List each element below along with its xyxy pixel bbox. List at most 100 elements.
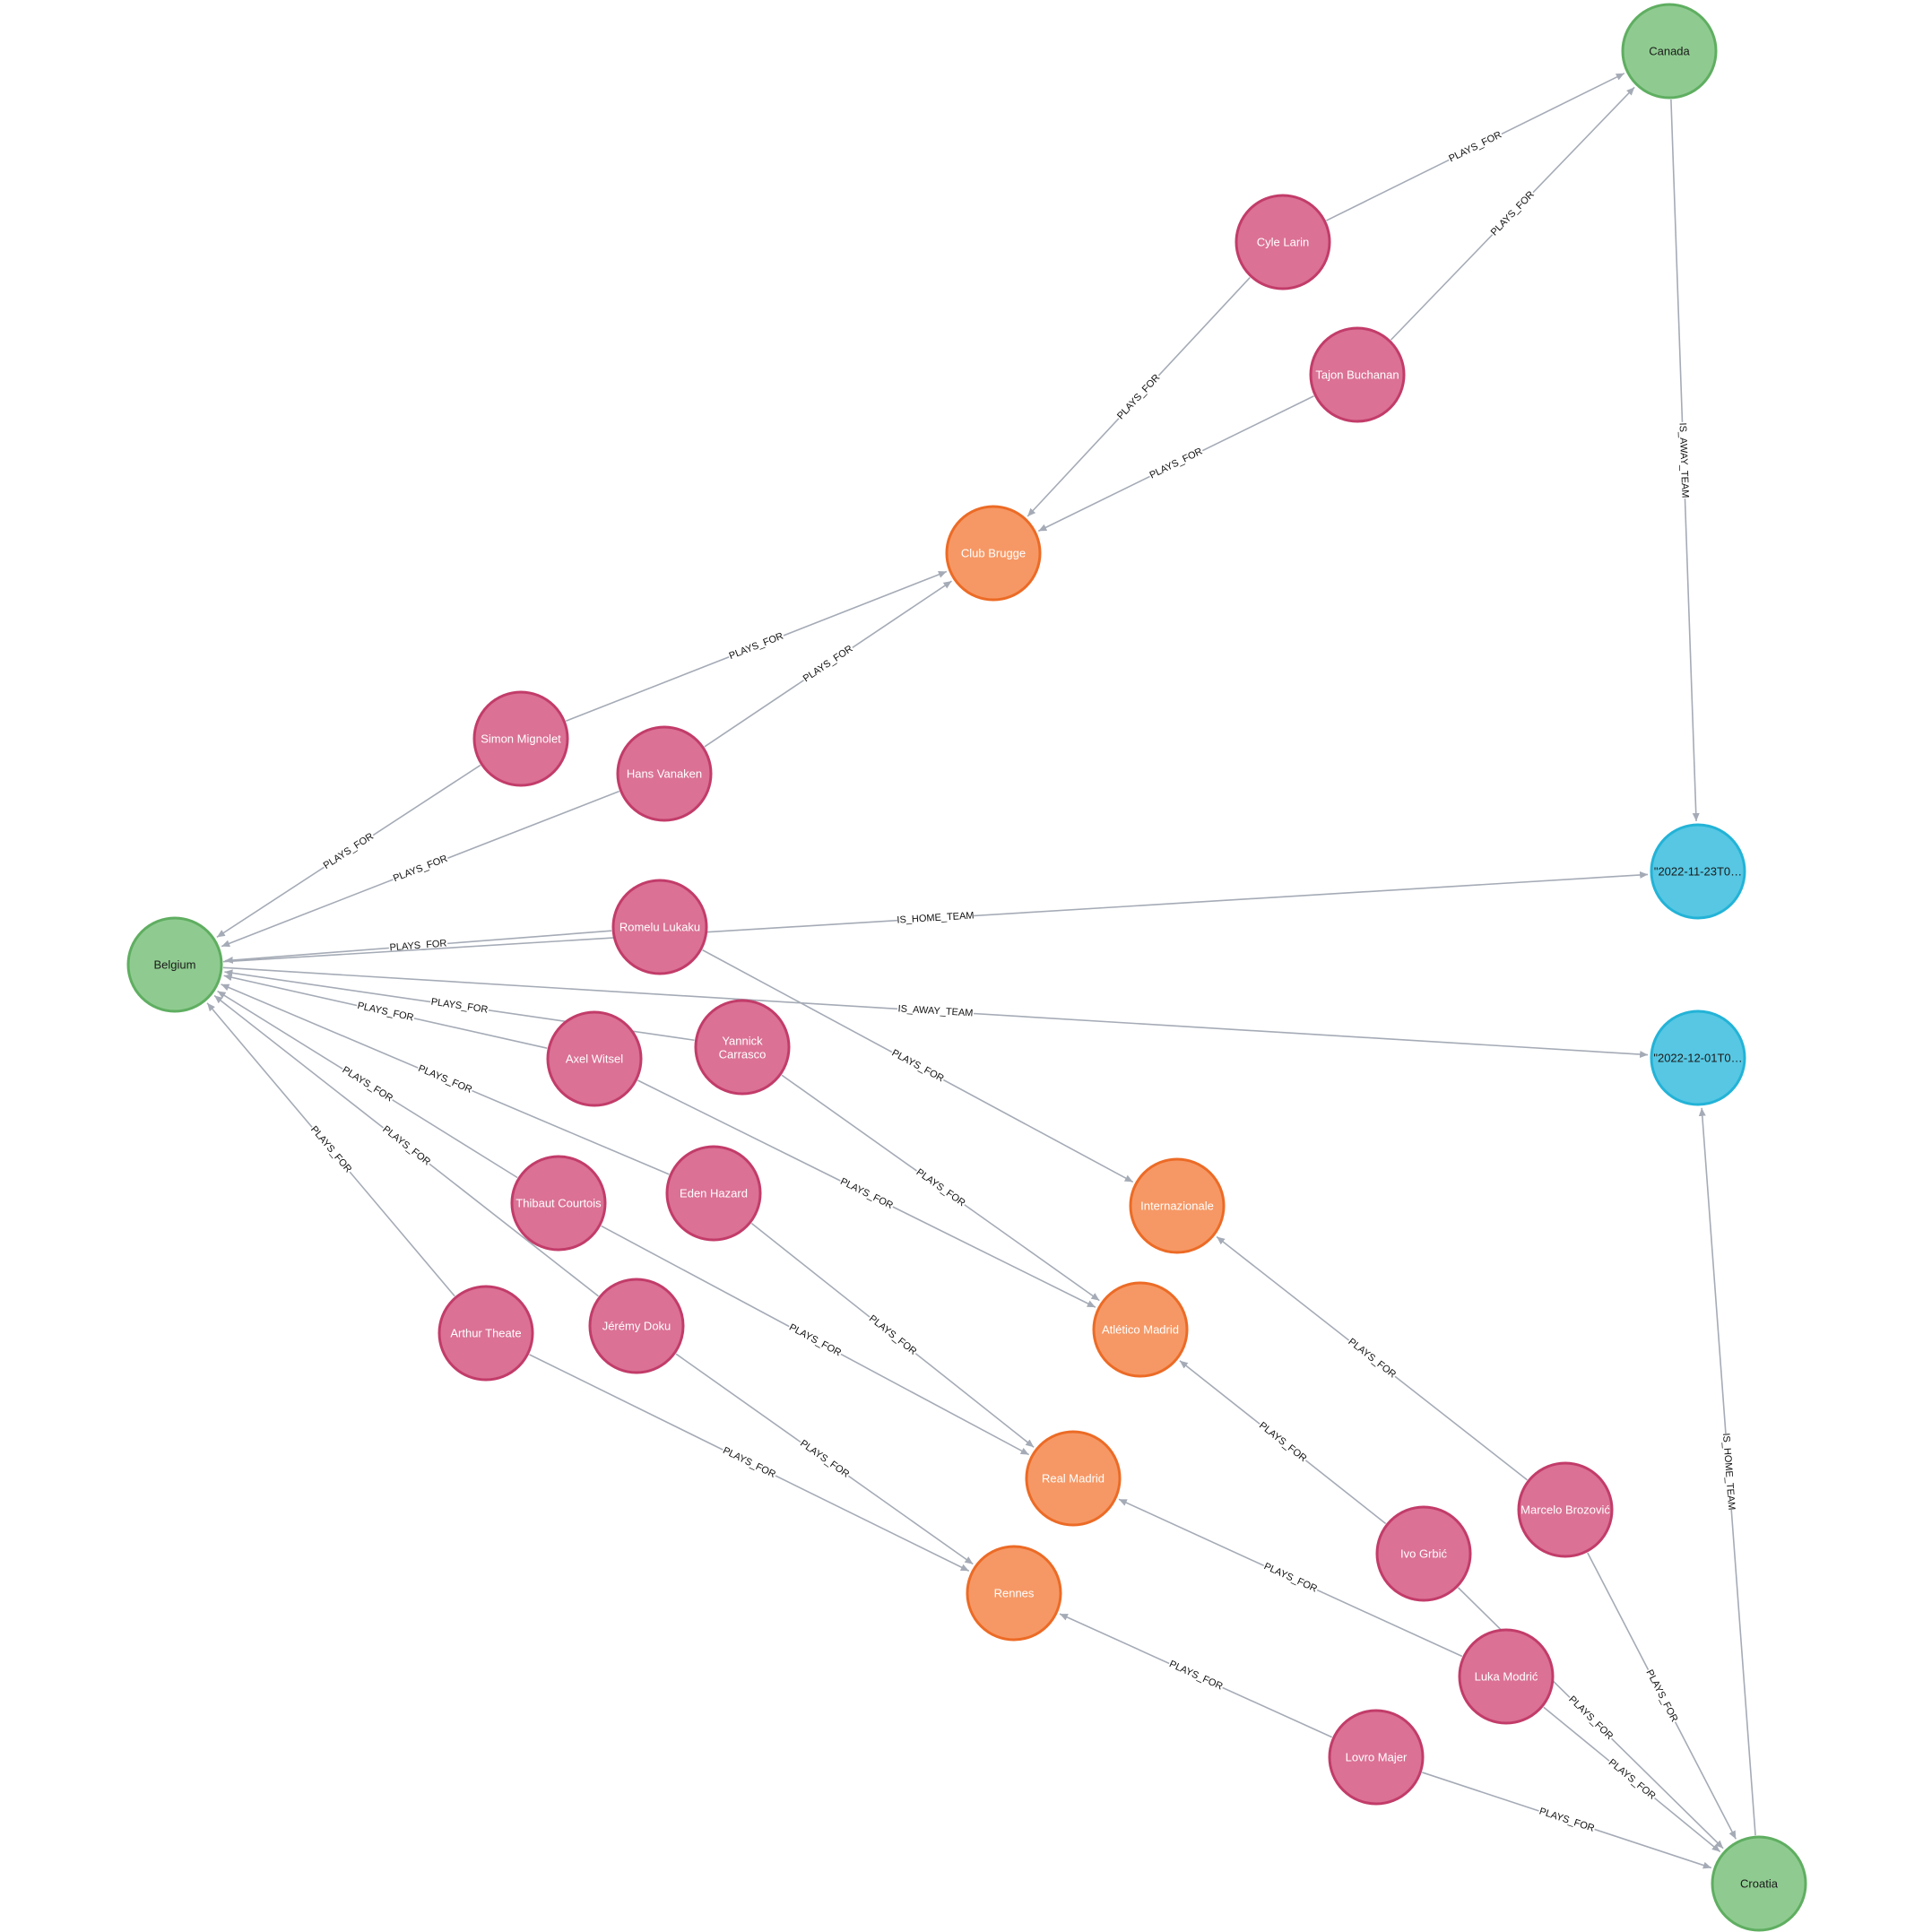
edge-label: PLAYS_FOR [392, 853, 449, 884]
node-circle[interactable] [1129, 1157, 1226, 1254]
node-arthur[interactable]: Arthur Theate [438, 1285, 534, 1382]
node-circle[interactable] [945, 505, 1042, 602]
node-circle[interactable] [616, 725, 713, 822]
node-simon[interactable]: Simon Mignolet [472, 690, 569, 787]
edge-label: PLAYS_FOR [308, 1124, 353, 1175]
edge-yannick-atletico[interactable]: PLAYS_FOR [781, 1074, 1100, 1302]
node-hans[interactable]: Hans Vanaken [616, 725, 713, 822]
node-romelu[interactable]: Romelu Lukaku [611, 879, 708, 975]
edge-label-background [897, 909, 975, 927]
node-rennes[interactable]: Rennes [966, 1545, 1062, 1642]
edge-lovro-rennes[interactable]: PLAYS_FOR [1059, 1613, 1333, 1738]
node-circle[interactable] [1621, 3, 1718, 100]
node-circle[interactable] [966, 1545, 1062, 1642]
node-circle[interactable] [1309, 326, 1406, 423]
edge-label: PLAYS_FOR [838, 1176, 895, 1211]
node-inter[interactable]: Internazionale [1129, 1157, 1226, 1254]
edge-jeremy-rennes[interactable]: PLAYS_FOR [675, 1353, 974, 1565]
node-circle[interactable] [546, 1010, 643, 1107]
node-circle[interactable] [1711, 1835, 1807, 1932]
edge-label: PLAYS_FOR [1643, 1668, 1679, 1723]
edge-label-background [796, 1436, 853, 1482]
node-circle[interactable] [510, 1155, 607, 1252]
edge-label: PLAYS_FOR [1489, 189, 1537, 238]
edge-label-background [1147, 445, 1206, 482]
edge-label: IS_HOME_TEAM [897, 910, 975, 925]
edge-label-background [1446, 128, 1505, 166]
node-circle[interactable] [1235, 194, 1331, 290]
node-circle[interactable] [694, 999, 791, 1096]
node-marcelo[interactable]: Marcelo Brozović [1517, 1461, 1614, 1558]
edge-tajon-brugge[interactable]: PLAYS_FOR [1037, 395, 1314, 533]
node-circle[interactable] [1328, 1709, 1425, 1806]
node-ivo[interactable]: Ivo Grbić [1375, 1505, 1472, 1602]
edge-label: PLAYS_FOR [1346, 1337, 1398, 1381]
edge-belgium-m1201[interactable]: IS_AWAY_TEAM [222, 966, 1649, 1059]
edge-simon-brugge[interactable]: PLAYS_FOR [565, 570, 948, 723]
node-croatia[interactable]: Croatia [1711, 1835, 1807, 1932]
node-axel[interactable]: Axel Witsel [546, 1010, 643, 1107]
edge-lovro-croatia[interactable]: PLAYS_FOR [1422, 1772, 1712, 1869]
node-circle[interactable] [665, 1145, 762, 1242]
node-circle[interactable] [1517, 1461, 1614, 1558]
edge-label-background [429, 995, 489, 1017]
edge-tajon-canada[interactable]: PLAYS_FOR [1390, 86, 1635, 341]
edge-label: PLAYS_FOR [1566, 1694, 1615, 1742]
edge-label: PLAYS_FOR [721, 1445, 777, 1480]
edge-luka-croatia[interactable]: PLAYS_FOR [1543, 1706, 1721, 1853]
node-cyle[interactable]: Cyle Larin [1235, 194, 1331, 290]
edge-label-background [379, 1122, 434, 1169]
node-tajon[interactable]: Tajon Buchanan [1309, 326, 1406, 423]
edge-croatia-m1201[interactable]: IS_HOME_TEAM [1698, 1107, 1756, 1836]
edge-romelu-belgium[interactable]: PLAYS_FOR [224, 930, 612, 964]
node-eden[interactable]: Eden Hazard [665, 1145, 762, 1242]
node-real[interactable]: Real Madrid [1025, 1430, 1122, 1527]
edge-label: PLAYS_FOR [322, 831, 376, 871]
node-canada[interactable]: Canada [1621, 3, 1718, 100]
edge-hans-brugge[interactable]: PLAYS_FOR [704, 580, 952, 748]
node-m1123[interactable]: "2022-11-23T0… [1650, 823, 1746, 920]
edge-label-background [390, 852, 450, 886]
node-circle[interactable] [472, 690, 569, 787]
node-circle[interactable] [1650, 823, 1746, 920]
edge-belgium-m1123[interactable]: IS_HOME_TEAM [222, 871, 1649, 963]
node-jeremy[interactable]: Jérémy Doku [588, 1278, 685, 1374]
node-circle[interactable] [126, 916, 223, 1013]
edge-label-background [720, 1443, 779, 1482]
node-m1201[interactable]: "2022-12-01T0… [1650, 1009, 1746, 1106]
node-thibaut[interactable]: Thibaut Courtois [510, 1155, 607, 1252]
edge-marcelo-croatia[interactable]: PLAYS_FOR [1587, 1552, 1737, 1840]
edge-label-background [800, 642, 856, 686]
edge-label-background [1537, 1805, 1597, 1836]
node-circle[interactable] [438, 1285, 534, 1382]
node-luka[interactable]: Luka Modrić [1458, 1628, 1555, 1725]
node-belgium[interactable]: Belgium [126, 916, 223, 1013]
edge-jeremy-belgium[interactable]: PLAYS_FOR [213, 994, 599, 1297]
edge-label: PLAYS_FOR [341, 1065, 395, 1105]
edge-label-background [1719, 1433, 1738, 1511]
node-circle[interactable] [1458, 1628, 1555, 1725]
edge-cyle-brugge[interactable]: PLAYS_FOR [1027, 276, 1251, 517]
edge-ivo-atletico[interactable]: PLAYS_FOR [1179, 1360, 1387, 1525]
edge-canada-m1123[interactable]: IS_AWAY_TEAM [1670, 99, 1700, 822]
edge-label: PLAYS_FOR [1115, 372, 1162, 421]
node-lovro[interactable]: Lovro Majer [1328, 1709, 1425, 1806]
node-circle[interactable] [1650, 1009, 1746, 1106]
node-circle[interactable] [1375, 1505, 1472, 1602]
node-brugge[interactable]: Club Brugge [945, 505, 1042, 602]
node-circle[interactable] [1025, 1430, 1122, 1527]
edge-label: PLAYS_FOR [1257, 1420, 1309, 1464]
edge-label: PLAYS_FOR [1607, 1757, 1658, 1802]
node-atletico[interactable]: Atlético Madrid [1092, 1281, 1189, 1378]
node-circle[interactable] [588, 1278, 685, 1374]
node-circle[interactable] [1092, 1281, 1189, 1378]
edge-simon-belgium[interactable]: PLAYS_FOR [216, 764, 481, 939]
edge-cyle-canada[interactable]: PLAYS_FOR [1326, 73, 1625, 221]
edge-hans-belgium[interactable]: PLAYS_FOR [221, 790, 619, 948]
edge-label: PLAYS_FOR [1538, 1806, 1596, 1833]
edge-label-background [1345, 1335, 1399, 1382]
edge-marcelo-inter[interactable]: PLAYS_FOR [1216, 1235, 1528, 1481]
node-circle[interactable] [611, 879, 708, 975]
